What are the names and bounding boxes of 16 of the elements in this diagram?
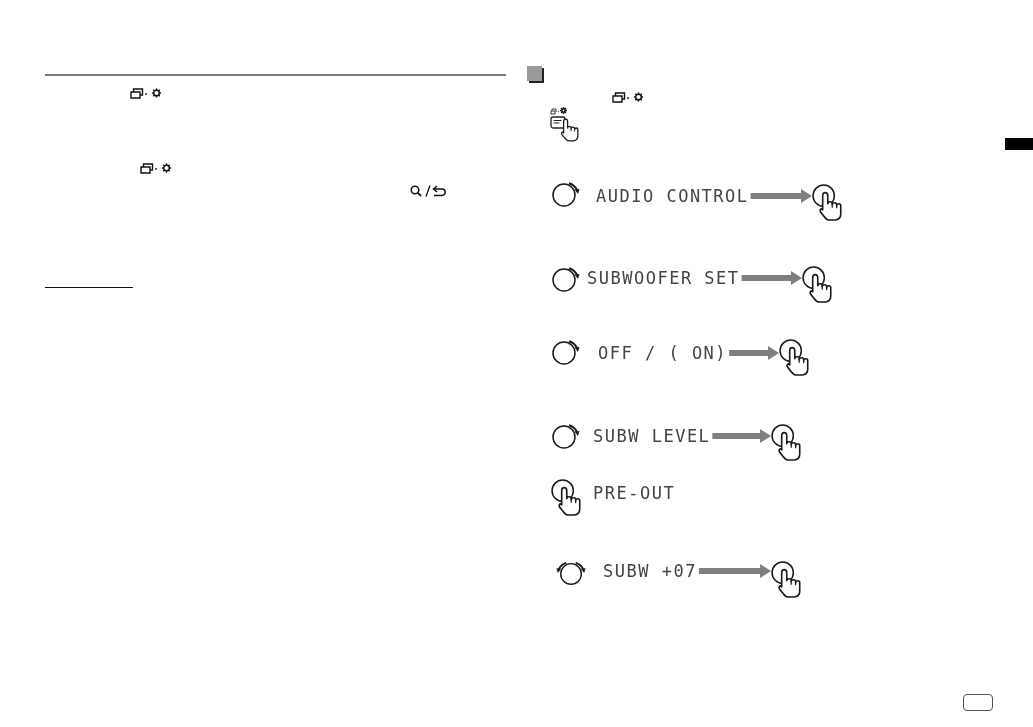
arrow [741, 271, 802, 285]
display-text: OFF / ( ON) [598, 344, 728, 362]
display-text: SUBWOOFER SET [587, 269, 740, 287]
display-text: AUDIO CONTROL [596, 187, 749, 205]
hand-press-icon [779, 339, 809, 376]
hand-press-icon [771, 561, 801, 598]
arrow [698, 564, 771, 578]
display-text: SUBW LEVEL [593, 427, 711, 445]
hand-press-icon [802, 266, 832, 303]
display-text: PRE-OUT [593, 484, 676, 502]
hand-press-icon [812, 184, 842, 221]
arrow [729, 346, 779, 360]
arrow [750, 189, 812, 203]
display-text: SUBW +07 [603, 562, 697, 580]
hand-press-icon [771, 424, 801, 461]
arrow [712, 429, 771, 443]
